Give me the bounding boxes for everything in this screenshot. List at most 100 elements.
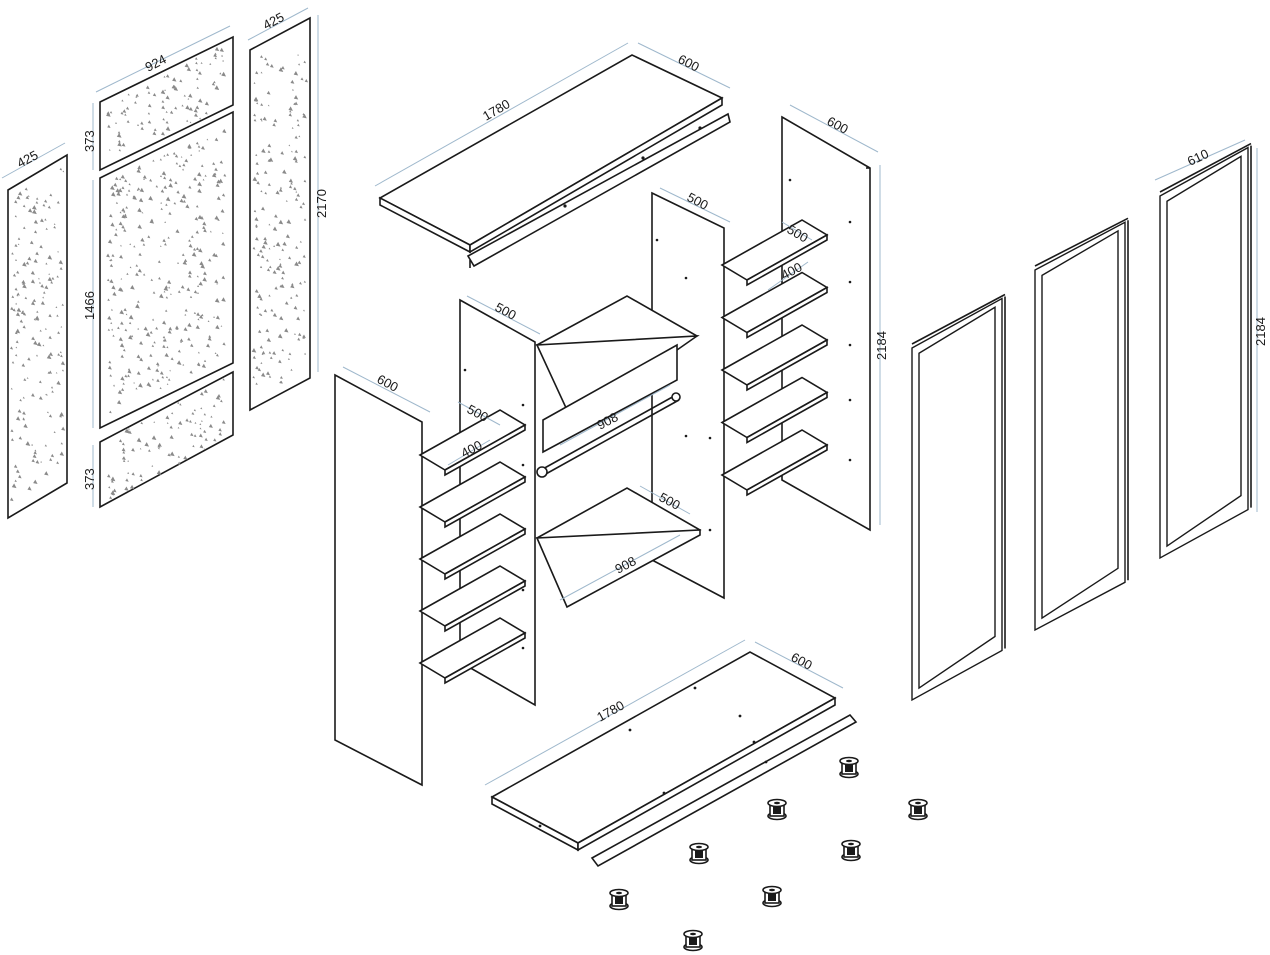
speckle-dot [125,106,130,110]
speckle-dot [59,414,63,418]
speckle-dot [14,200,18,204]
dim-side-left-depth: 600 [375,371,401,394]
speckle-dot [255,365,259,370]
speckle-pattern-right [251,54,309,385]
speckle-dot [122,459,126,463]
speckle-dot [289,110,292,113]
speckle-dot [286,219,292,224]
speckle-dot [111,191,116,197]
speckle-dot [213,80,216,84]
speckle-dot [132,195,137,200]
sliding-door [1159,142,1252,560]
speckle-dot [281,348,285,352]
speckle-dot [253,98,258,102]
speckle-dot [161,170,167,176]
speckle-dot [22,283,27,289]
speckle-dot [193,108,198,113]
speckle-dot [180,285,185,289]
speckle-dot [255,161,259,166]
speckle-pattern-insert-top [106,46,227,152]
speckle-dot [259,297,263,301]
speckle-dot [201,363,206,368]
speckle-dot [284,301,289,305]
speckle-dot [194,421,197,424]
speckle-dot [16,292,20,296]
speckle-dot [137,187,141,191]
dim-side-right-depth: 600 [825,113,851,136]
speckle-dot [33,219,38,224]
speckle-dot [111,285,116,290]
speckle-dot [169,110,174,114]
speckle-dot [213,438,217,442]
speckle-dot [119,254,124,259]
speckle-dot [264,57,268,61]
speckle-dot [172,77,177,82]
speckle-dot [157,364,159,367]
speckle-dot [199,314,204,319]
speckle-dot [297,260,302,265]
speckle-dot [44,199,48,203]
speckle-dot [220,209,225,213]
speckle-dot [61,303,64,306]
speckle-dot [116,133,122,138]
speckle-dot [145,85,150,90]
speckle-dot [253,209,257,213]
speckle-dot [50,453,55,458]
speckle-dot [113,384,116,387]
speckle-dot [294,149,299,154]
speckle-dot [15,328,21,334]
speckle-dot [48,273,51,275]
speckle-dot [45,227,48,230]
speckle-dot [206,343,211,348]
speckle-dot [198,281,203,286]
speckle-dot [193,176,198,181]
speckle-dot [255,224,258,228]
speckle-dot [124,374,128,378]
speckle-dot [179,338,184,343]
speckle-dot [174,106,178,110]
speckle-dot [57,250,59,253]
speckle-dot [263,170,268,175]
speckle-dot [46,393,48,396]
speckle-dot [120,376,125,381]
speckle-dot [168,183,173,188]
speckle-dot [162,320,167,325]
speckle-dot [221,71,227,77]
speckle-dot [266,337,271,343]
speckle-dot [199,427,202,430]
speckle-dot [128,430,132,435]
speckle-dot [27,357,31,361]
speckle-dot [128,314,134,320]
speckle-dot [56,314,59,317]
speckle-dot [267,158,271,163]
speckle-dot [121,186,125,190]
speckle-dot [189,419,192,423]
speckle-dot [180,156,183,158]
speckle-dot [61,426,66,431]
speckle-dot [219,160,224,164]
speckle-dot [287,357,290,361]
speckle-dot [252,176,258,182]
speckle-dot [198,433,203,438]
speckle-dot [38,380,42,384]
speckle-dot [255,382,258,385]
speckle-dot [175,229,180,234]
speckle-dot [217,218,220,222]
speckle-dot [177,401,180,404]
speckle-dot [62,170,65,173]
speckle-dot [193,409,196,412]
speckle-dot [22,310,24,312]
speckle-dot [60,354,63,358]
speckle-dot [297,123,300,127]
speckle-dot [199,423,202,426]
speckle-dot [201,145,205,150]
speckle-dot [220,399,223,403]
speckle-dot [42,203,46,207]
speckle-dot [22,261,27,267]
speckle-dot [163,75,166,78]
speckle-dot [106,112,111,117]
speckle-dot [268,294,271,297]
speckle-dot [167,236,170,239]
speckle-dot [128,183,131,186]
speckle-dot [124,113,127,116]
